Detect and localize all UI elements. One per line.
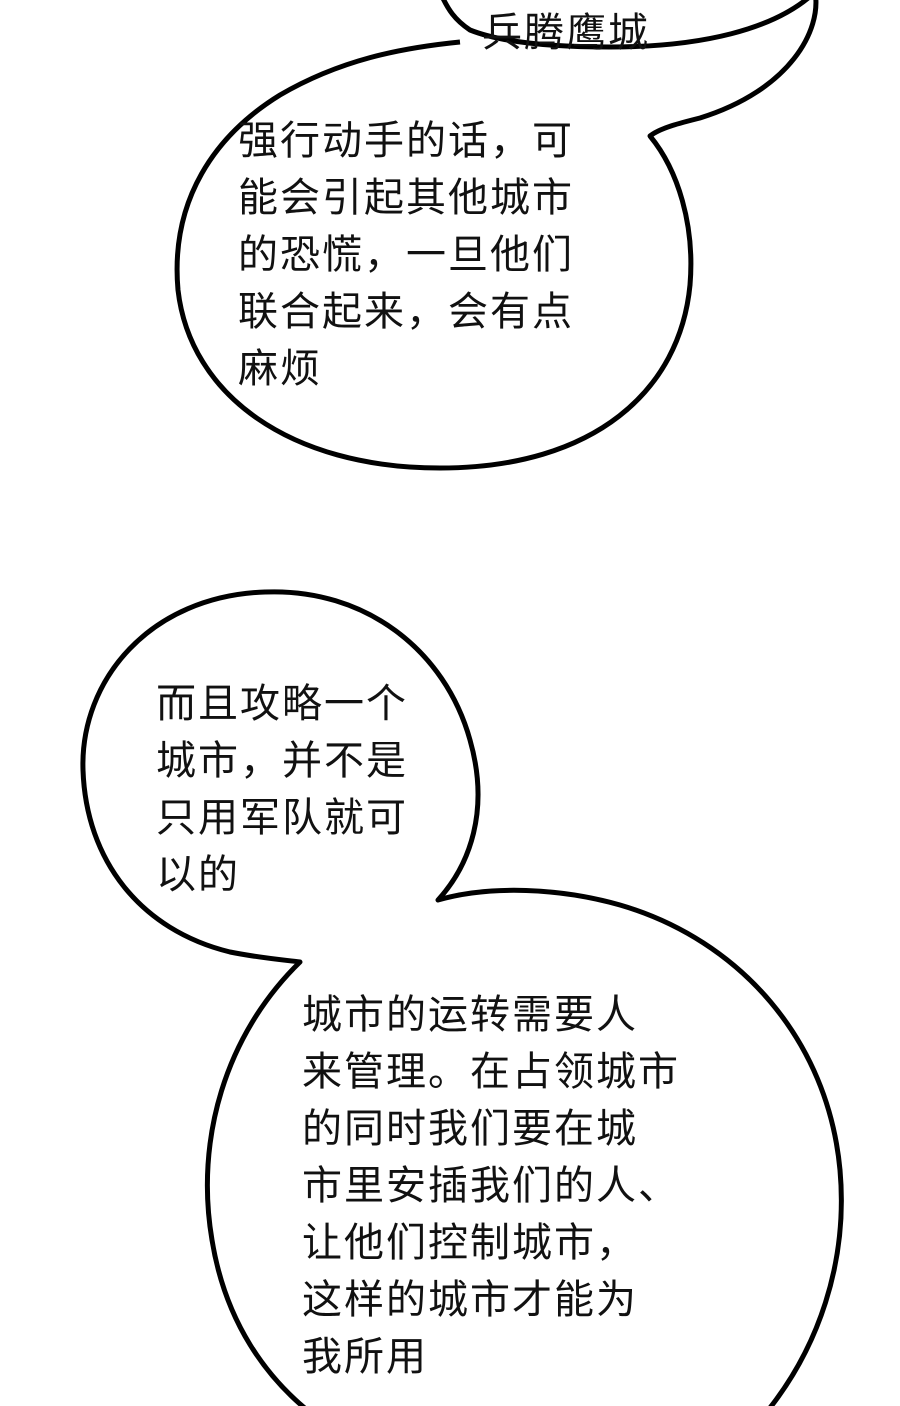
speech-bubble-top [174,0,819,471]
bubble-text-line: 城市的运转需要人 [302,992,638,1038]
speech-bubble-1-text: 强行动手的话，可 能会引起其他城市 的恐慌，一旦他们 联合起来，会有点 麻烦 [238,113,574,398]
bubble-text-line: 强行动手的话，可 [238,118,574,164]
speech-bubble-2-text: 而且攻略一个 城市，并不是 只用军队就可 以的 [156,676,408,904]
bubble-text-line: 只用军队就可 [156,795,408,841]
bubble-text-line: 来管理。在占领城市 [302,1049,680,1095]
bubble-text-line: 的同时我们要在城 [302,1106,638,1152]
bubble-text-line: 的恐慌，一旦他们 [238,232,574,278]
bubble-text-line: 联合起来，会有点 [238,289,574,335]
bubble-text-line: 城市，并不是 [156,738,408,784]
bubble-text-line: 让他们控制城市， [302,1220,638,1266]
bubble-text-line: 以的 [156,852,240,898]
speech-bubble-bottom [80,589,844,1406]
bubble-text-line: 市里安插我们的人、 [302,1163,680,1209]
bubble-text-line: 而且攻略一个 [156,681,408,727]
bubble-text-line: 这样的城市才能为 [302,1277,638,1323]
speech-bubble-top-text: 兵腾鹰城 [482,5,650,62]
bubble-text-line: 能会引起其他城市 [238,175,574,221]
bubble-text-line: 兵腾鹰城 [482,10,650,56]
bubble-text-line: 我所用 [302,1334,428,1380]
bubble-text-line: 麻烦 [238,346,322,392]
speech-bubble-3-text: 城市的运转需要人 来管理。在占领城市 的同时我们要在城 市里安插我们的人、 让他… [302,987,680,1386]
